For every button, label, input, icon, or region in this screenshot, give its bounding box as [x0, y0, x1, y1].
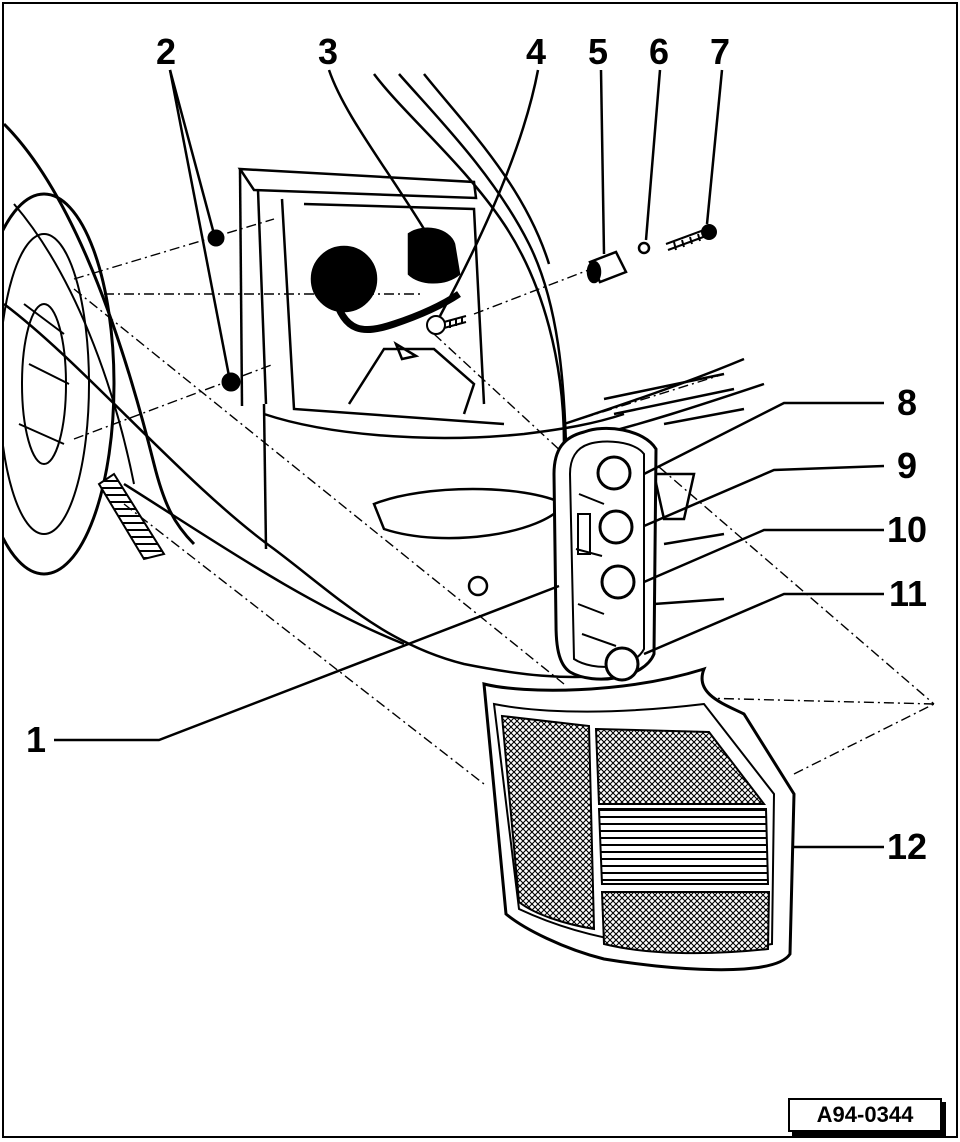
assembly-lines — [73, 218, 935, 785]
callout-1: 1 — [26, 719, 47, 760]
body-panel — [4, 303, 625, 679]
callout-3: 3 — [318, 31, 339, 72]
screw-4 — [426, 315, 467, 335]
leader-lines — [54, 69, 885, 849]
figure-id-label: A94-0344 — [788, 1098, 942, 1132]
nut-2 — [207, 229, 241, 392]
rear-wheel — [4, 122, 196, 576]
callout-2: 2 — [156, 31, 177, 72]
bulb-carrier — [552, 426, 658, 682]
exploded-view-drawing — [4, 69, 935, 972]
lamp-opening — [237, 167, 505, 426]
callout-9: 9 — [897, 445, 918, 486]
callout-4: 4 — [526, 31, 547, 72]
callout-11: 11 — [889, 573, 928, 614]
callout-12: 12 — [887, 826, 928, 867]
callout-5: 5 — [588, 31, 609, 72]
spacer-5 — [586, 250, 628, 284]
callout-7: 7 — [710, 31, 731, 72]
callout-6: 6 — [649, 31, 670, 72]
callout-8: 8 — [897, 382, 918, 423]
tail-light-lens — [482, 666, 796, 972]
screw-7 — [665, 224, 717, 251]
callout-10: 10 — [887, 509, 928, 550]
washer-6 — [637, 241, 651, 255]
